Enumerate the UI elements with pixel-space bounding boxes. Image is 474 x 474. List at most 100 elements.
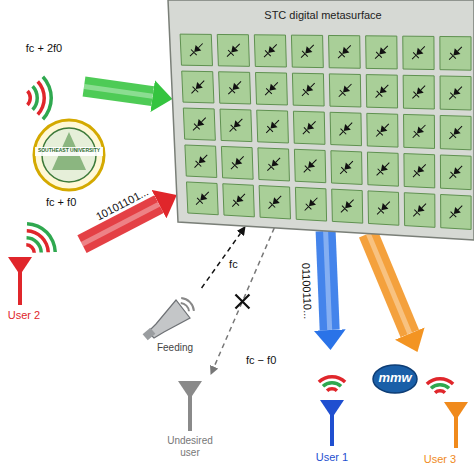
metasurface-cell: [403, 36, 434, 69]
horn-feed: [143, 328, 156, 341]
pin-diode-symbol: [338, 197, 356, 215]
metasurface-cell: [404, 114, 435, 148]
diode-leads: [374, 160, 392, 178]
pin-diode-symbol: [446, 44, 464, 62]
frequency-label: fc − f0: [246, 354, 292, 366]
dashed-arrow: [202, 233, 241, 288]
metasurface-cell: [440, 76, 471, 110]
feeding-horn: Feeding: [140, 288, 212, 360]
diode-leads: [447, 163, 465, 181]
pin-diode-symbol: [300, 119, 318, 137]
beam-arrow: [326, 231, 330, 330]
edge-label: fc: [229, 258, 238, 270]
pin-diode-symbol: [263, 117, 281, 135]
metasurface-cell: [223, 184, 255, 217]
antenna-mast: [454, 414, 458, 448]
metasurface-cell: [368, 191, 399, 225]
node-label: fc + 2f0: [6, 42, 82, 55]
wave-arc: [27, 222, 57, 252]
blocked-mark: [235, 294, 249, 308]
pin-diode-symbol: [336, 81, 354, 99]
diode-leads: [227, 116, 245, 134]
pin-diode-symbol: [301, 157, 319, 175]
pin-diode-symbol: [224, 41, 242, 59]
metasurface-cell: [367, 152, 398, 186]
diode-leads: [302, 195, 320, 213]
metasurface-cell: [367, 113, 398, 147]
diode-leads: [266, 193, 284, 211]
metasurface-cell: [221, 146, 253, 179]
pin-diode-symbol: [373, 82, 391, 100]
node-label: STC digital metasurface: [238, 9, 408, 22]
pin-diode-symbol: [298, 42, 316, 60]
logo-ring: [34, 120, 104, 190]
dashed-arrow: [214, 228, 274, 367]
user-antenna: User 2: [2, 205, 82, 325]
wave-arc: [36, 80, 46, 115]
diode-leads: [229, 191, 247, 209]
user-antenna: User 1: [292, 350, 374, 470]
wave-arc: [322, 381, 342, 388]
pin-diode-symbol: [410, 201, 428, 219]
source-antenna: fc + 2f0: [6, 40, 84, 122]
wave-arc: [430, 383, 450, 390]
diode-leads: [187, 41, 205, 59]
pin-diode-symbol: [193, 189, 211, 207]
node-label: Feeding: [140, 342, 210, 354]
beam-arrow: [84, 87, 153, 97]
logo-text: SOUTHEAST UNIVERSITY: [34, 148, 104, 154]
beam-arrow: [368, 234, 410, 334]
pin-diode-symbol: [228, 154, 246, 172]
metasurface-cell: [292, 73, 324, 106]
metasurface-cell: [440, 36, 471, 70]
node-label: User 3: [412, 453, 468, 466]
metasurface-cell: [257, 110, 289, 143]
pin-diode-symbol: [299, 80, 317, 98]
antenna-mast: [18, 269, 22, 305]
pin-diode-symbol: [335, 43, 353, 61]
metasurface-cell: [404, 154, 435, 188]
diode-leads: [262, 79, 280, 97]
diode-leads: [446, 84, 464, 102]
pin-diode-symbol: [262, 79, 280, 97]
lab-logo: [373, 365, 417, 393]
pin-diode-symbol: [373, 121, 391, 139]
metasurface-cell: [183, 108, 215, 140]
wave-arc: [31, 85, 39, 111]
beam-highlight: [84, 87, 153, 97]
diode-leads: [410, 201, 428, 219]
node-label: User 1: [292, 451, 372, 464]
metasurface-cell: [259, 186, 290, 219]
pin-diode-symbol: [266, 193, 284, 211]
diode-leads: [189, 78, 207, 96]
metasurface-cell: [440, 155, 471, 190]
metasurface-cell: [366, 36, 398, 69]
metasurface-cell: [294, 149, 325, 182]
wave-arc: [26, 243, 36, 253]
wave-arc: [318, 375, 347, 383]
metasurface-cell: [220, 109, 252, 141]
metasurface-cell: [258, 148, 290, 181]
diode-leads: [410, 83, 428, 101]
diode-leads: [190, 115, 208, 133]
diode-leads: [301, 157, 319, 175]
pin-diode-symbol: [409, 44, 427, 62]
diode-leads: [261, 42, 279, 60]
diode-leads: [300, 119, 318, 137]
metasurface-cell: [366, 75, 397, 108]
metasurface-cell: [180, 34, 212, 66]
pin-diode-symbol: [190, 115, 208, 133]
beam-highlight: [326, 231, 330, 330]
metasurface-cell: [185, 145, 217, 178]
diode-leads: [410, 161, 428, 179]
diode-leads: [192, 152, 210, 170]
diode-leads: [228, 154, 246, 172]
metasurface-cell: [330, 112, 361, 145]
metasurface-cell: [291, 35, 323, 68]
beam-highlight: [368, 234, 410, 334]
diode-leads: [263, 117, 281, 135]
metasurface-cell: [332, 189, 363, 223]
pin-diode-symbol: [447, 163, 465, 181]
frequency-label: fc + f0: [46, 196, 96, 208]
node-outline: [412, 352, 472, 470]
